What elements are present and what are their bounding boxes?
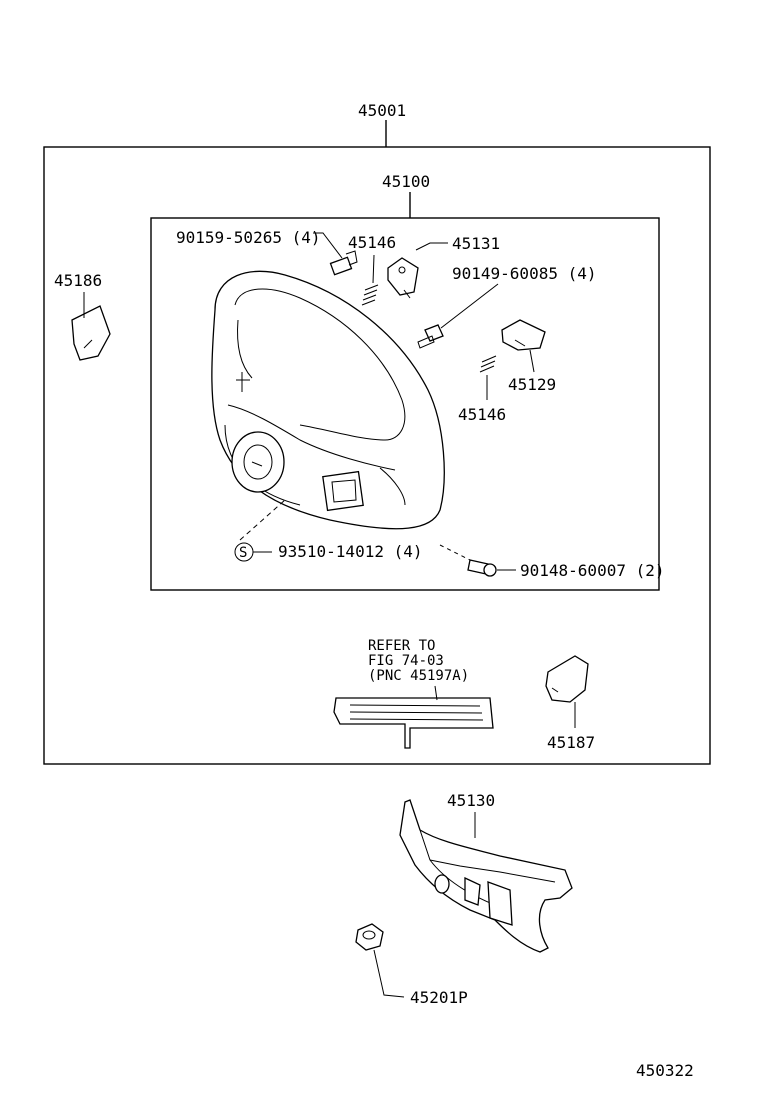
label-assembly: 45001 (358, 101, 406, 120)
bolt-90148 (439, 544, 516, 577)
refer-plate (333, 685, 494, 749)
nut-45201P (355, 923, 405, 998)
label-spring-mid: 45146 (458, 405, 506, 424)
label-bolt: 90148-60007 (2) (520, 561, 665, 580)
label-wheel: 45100 (382, 172, 430, 191)
label-bracket-top: 45131 (452, 234, 500, 253)
cover-45186 (71, 292, 111, 361)
spring-45146-top (361, 254, 379, 306)
wheel-box (150, 217, 660, 591)
label-spring-top: 45146 (348, 233, 396, 252)
screw-90159 (313, 232, 358, 276)
label-bracket-right: 45129 (508, 375, 556, 394)
s-symbol: S (239, 545, 247, 561)
steering-wheel (211, 270, 445, 530)
assembly-box (43, 146, 711, 765)
label-screw-b: 90149-60085 (4) (452, 264, 597, 283)
pad-45130 (399, 799, 573, 953)
refer-line3: (PNC 45197A) (368, 668, 469, 684)
label-left-cover: 45186 (54, 271, 102, 290)
label-screw-a: 90159-50265 (4) (176, 228, 321, 247)
label-nut: 45201P (410, 988, 468, 1007)
screw-s-dashed-leader (239, 499, 286, 541)
screw-90149 (417, 283, 499, 349)
figure-id: 450322 (636, 1061, 694, 1080)
bracket-45129 (501, 319, 546, 373)
bracket-45131 (387, 242, 448, 299)
spring-45146-mid (479, 355, 497, 400)
label-right-cover: 45187 (547, 733, 595, 752)
cover-45187 (545, 655, 589, 728)
refer-line2: FIG 74-03 (368, 653, 444, 669)
refer-line1: REFER TO (368, 638, 435, 654)
label-screw-s: 93510-14012 (4) (278, 542, 423, 561)
label-pad: 45130 (447, 791, 495, 810)
